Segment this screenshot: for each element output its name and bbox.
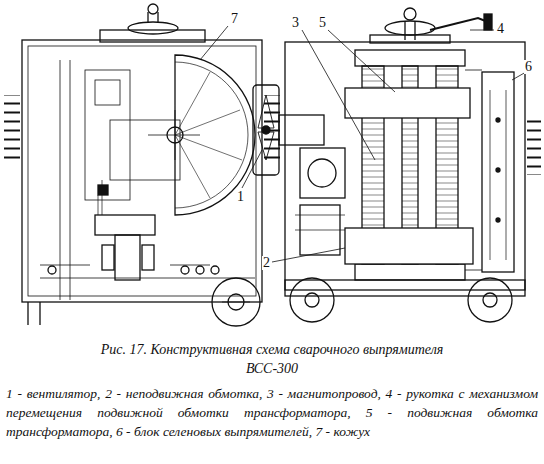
callout-number: 2 <box>262 256 271 270</box>
callout-number: 4 <box>496 22 505 36</box>
caption-legend: 1 - вентилятор, 2 - неподвижная обмотка,… <box>6 384 538 441</box>
callout-number: 5 <box>318 16 327 30</box>
side-view <box>200 8 541 322</box>
front-view <box>4 4 280 326</box>
moving-coil <box>345 88 470 118</box>
magnetic-core <box>355 50 465 66</box>
rectifier-block <box>482 72 514 272</box>
callout-number: 3 <box>291 16 300 30</box>
handle <box>430 18 488 30</box>
fixed-coil <box>345 228 473 264</box>
callout-number: 7 <box>230 12 239 26</box>
callout-number: 1 <box>236 190 245 204</box>
figure-caption: Рис. 17. Конструктивная схема сварочного… <box>100 340 444 378</box>
callout-number: 6 <box>524 60 533 74</box>
